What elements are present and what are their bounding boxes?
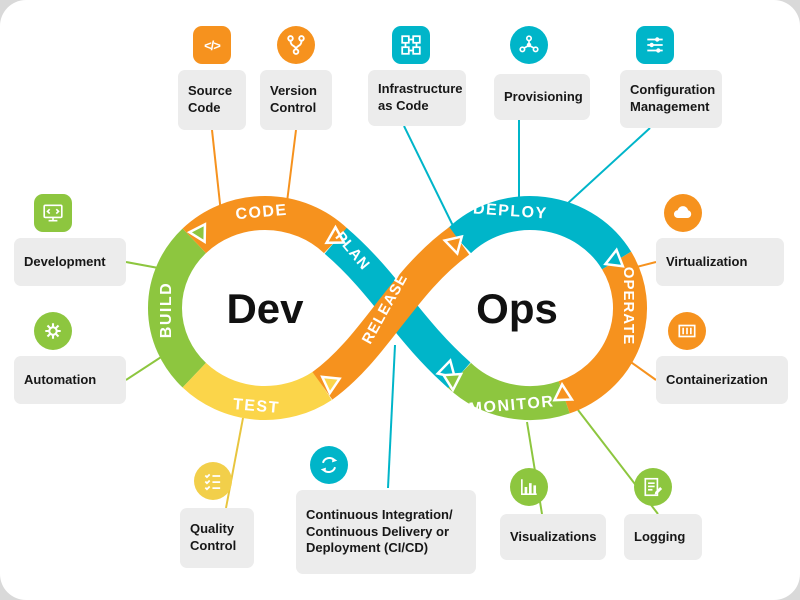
code-icon: </>	[193, 26, 231, 64]
card-development: Development	[14, 238, 126, 286]
bar-chart-icon	[510, 468, 548, 506]
test-arrow	[320, 375, 342, 396]
card-ci-cd: Continuous Integration/ Continuous Deliv…	[296, 490, 476, 574]
segment-label-operate: OPERATE	[620, 267, 637, 345]
code-arrow	[324, 224, 347, 245]
test-arc	[182, 362, 332, 420]
card-label: Virtualization	[666, 253, 748, 269]
deploy-arrow	[603, 247, 625, 268]
card-label: Visualizations	[510, 528, 597, 544]
sliders-icon	[636, 26, 674, 64]
connector-version-control	[286, 129, 297, 203]
modules-icon	[392, 26, 430, 64]
connector-iac	[403, 125, 459, 237]
log-icon	[634, 468, 672, 506]
card-infrastructure-as-code: Infrastructure as Code	[368, 70, 466, 126]
card-label: Provisioning	[504, 88, 583, 104]
card-label: Source Code	[188, 83, 233, 115]
card-logging: Logging	[624, 514, 702, 560]
segment-label-deploy: DEPLOY	[472, 200, 548, 222]
monitor-code-icon	[34, 194, 72, 232]
build-arc	[148, 228, 207, 388]
connector-config-mgmt	[566, 127, 651, 205]
infinity-loop	[148, 196, 647, 420]
ops-label: Ops	[476, 285, 558, 332]
card-configuration-management: Configuration Management	[620, 70, 722, 128]
card-visualizations: Visualizations	[500, 514, 606, 560]
card-label: Logging	[634, 528, 686, 544]
segment-label-build: BUILD	[158, 282, 175, 338]
cloud-icon	[664, 194, 702, 232]
operate-arc	[558, 251, 647, 414]
container-icon	[668, 312, 706, 350]
card-label: Continuous Integration/ Continuous Deliv…	[306, 507, 453, 556]
card-label: Configuration Management	[630, 82, 716, 114]
card-source-code: Source Code	[178, 70, 246, 130]
cycle-icon	[310, 446, 348, 484]
build-arrow	[186, 222, 207, 244]
deploy-arc	[447, 196, 632, 270]
release-arrow	[442, 234, 464, 256]
branch-icon	[277, 26, 315, 64]
network-icon	[510, 26, 548, 64]
connector-cicd	[387, 344, 396, 489]
segment-label-test: TEST	[232, 396, 280, 417]
connector-quality-control	[225, 417, 244, 509]
card-automation: Automation	[14, 356, 126, 404]
card-label: Quality Control	[190, 521, 237, 553]
card-label: Infrastructure as Code	[378, 81, 463, 113]
card-containerization: Containerization	[656, 356, 788, 404]
card-label: Automation	[24, 371, 97, 387]
card-provisioning: Provisioning	[494, 74, 590, 120]
connector-source-code	[211, 129, 222, 214]
monitor-arc	[447, 362, 570, 420]
card-quality-control: Quality Control	[180, 508, 254, 568]
card-virtualization: Virtualization	[656, 238, 784, 286]
gear-icon	[34, 312, 72, 350]
release-band	[312, 227, 470, 400]
card-label: Containerization	[666, 371, 768, 387]
monitor-arrow	[441, 372, 464, 393]
checklist-icon	[194, 462, 232, 500]
card-version-control: Version Control	[260, 70, 332, 130]
card-label: Version Control	[270, 83, 317, 115]
flow-arrows	[186, 222, 625, 402]
segment-label-code: CODE	[235, 202, 289, 223]
dev-label: Dev	[226, 285, 304, 332]
card-label: Development	[24, 253, 106, 269]
code-arc	[182, 196, 348, 254]
operate-arrow	[552, 381, 575, 402]
